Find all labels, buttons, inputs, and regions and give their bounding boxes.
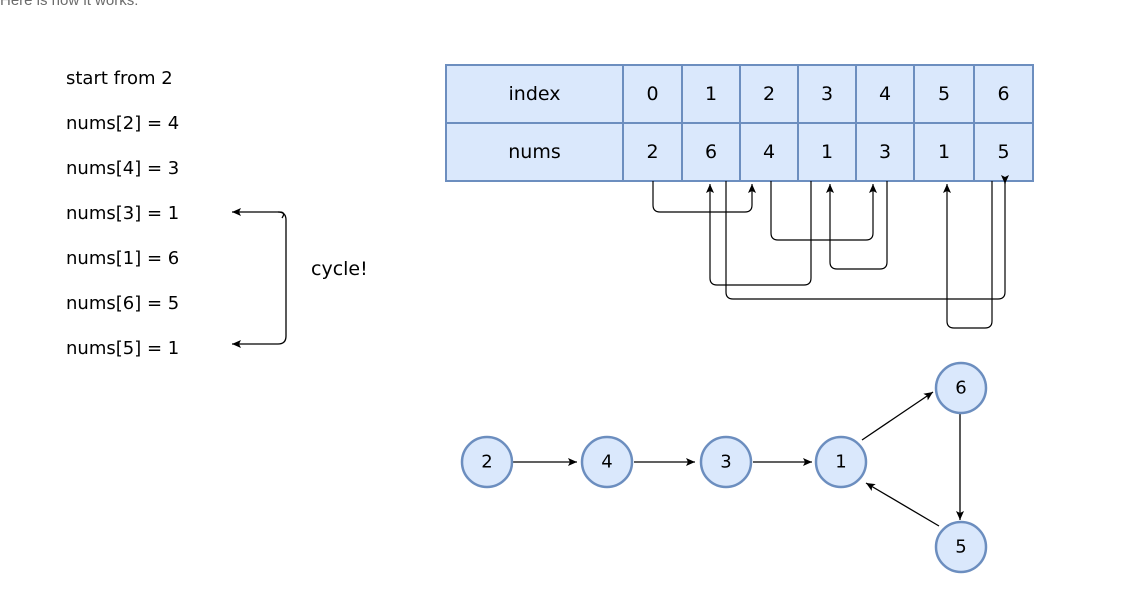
index-value: 5 <box>938 83 950 105</box>
index-value: 0 <box>646 83 658 105</box>
index-cell <box>913 64 975 124</box>
step-line: nums[5] = 1 <box>66 338 180 359</box>
index-connectors <box>652 175 1009 329</box>
index-cell <box>681 64 741 124</box>
index-cell <box>797 64 857 124</box>
cycle-bracket <box>232 208 287 348</box>
nums-value: 5 <box>997 141 1009 163</box>
index-cell <box>622 64 683 124</box>
index-value: 2 <box>763 83 775 105</box>
index-value: 6 <box>997 83 1009 105</box>
graph-node-label: 1 <box>835 452 846 473</box>
header-text: Here is how it works: <box>0 0 139 9</box>
index-cell <box>739 64 799 124</box>
step-line: nums[6] = 5 <box>66 293 180 314</box>
step-line: nums[1] = 6 <box>66 248 180 269</box>
step-line: nums[3] = 1 <box>66 203 180 224</box>
graph-nodes: 2 4 3 1 6 5 <box>460 361 988 574</box>
nums-value: 2 <box>646 141 658 163</box>
step-line: nums[2] = 4 <box>66 113 180 134</box>
nums-value: 1 <box>821 141 833 163</box>
index-value: 4 <box>879 83 891 105</box>
graph-node <box>580 435 634 489</box>
nums-value: 6 <box>705 141 717 163</box>
graph-node <box>460 435 514 489</box>
graph-node <box>814 435 868 489</box>
index-cell <box>973 64 1034 124</box>
graph-node-label: 4 <box>601 452 612 473</box>
nums-value: 4 <box>763 141 775 163</box>
cycle-label: cycle! <box>311 258 368 280</box>
index-value: 3 <box>821 83 833 105</box>
step-start: start from 2 <box>66 68 173 89</box>
array-table: index nums 0 2 1 6 2 4 3 1 4 3 5 1 6 5 <box>445 64 1034 182</box>
row-label-nums: nums <box>508 141 561 163</box>
step-line: nums[4] = 3 <box>66 158 180 179</box>
nums-value: 3 <box>879 141 891 163</box>
index-value: 1 <box>705 83 717 105</box>
nums-cell <box>913 122 975 182</box>
graph-edges <box>512 391 964 527</box>
graph-node-label: 3 <box>720 452 731 473</box>
row-label-index: index <box>509 83 561 105</box>
nums-cell <box>973 122 1034 182</box>
graph-node-label: 6 <box>955 378 966 399</box>
graph-node-label: 5 <box>955 537 966 558</box>
graph-node-label: 2 <box>481 452 492 473</box>
graph-node <box>699 435 753 489</box>
graph-node <box>934 520 988 574</box>
index-cell <box>855 64 915 124</box>
nums-value: 1 <box>938 141 950 163</box>
row-label-cell <box>445 64 624 124</box>
graph-node <box>934 361 988 415</box>
